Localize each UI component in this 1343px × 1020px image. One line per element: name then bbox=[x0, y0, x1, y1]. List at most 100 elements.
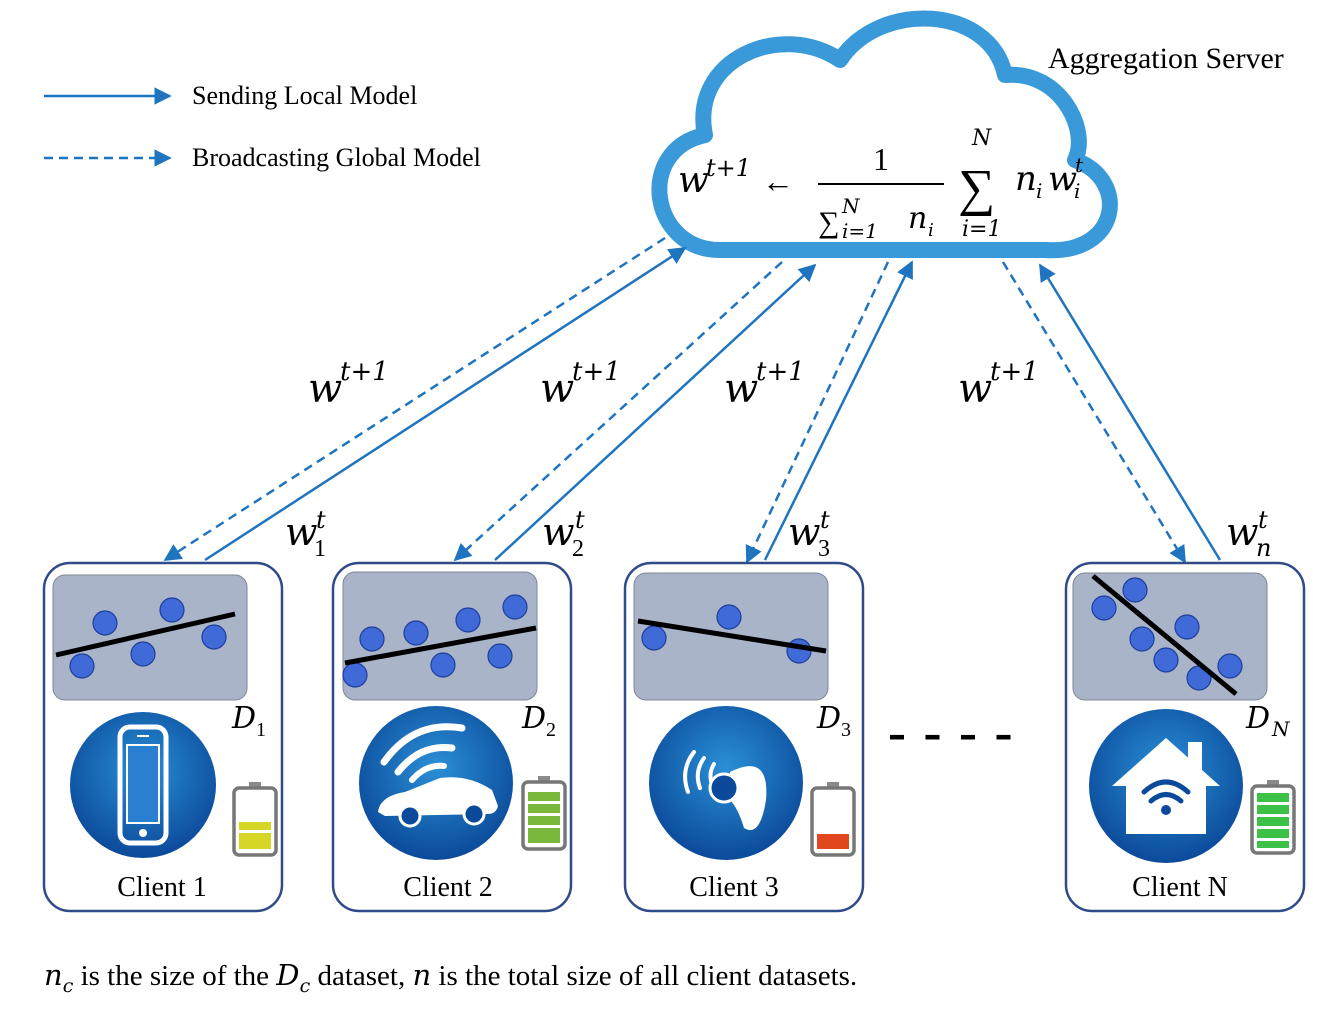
dataset-plot bbox=[342, 571, 538, 701]
formula-sum-sigma: ∑ bbox=[958, 160, 995, 217]
formula-den-n: n bbox=[908, 201, 927, 236]
connected-car-icon bbox=[359, 706, 513, 860]
formula-rhs-w-sub: i bbox=[1074, 179, 1080, 203]
local-label-3-sub: 3 bbox=[818, 536, 830, 562]
battery-icon bbox=[1250, 780, 1296, 855]
formula-den-sup: N bbox=[841, 194, 861, 218]
broadcast-label-2: w t+1 bbox=[540, 357, 621, 412]
data-point bbox=[1174, 614, 1200, 640]
footnote-dc-sub: c bbox=[300, 975, 311, 997]
client-panel-2: D 2 Client 2 bbox=[331, 561, 573, 913]
legend-dashed-label: Broadcasting Global Model bbox=[192, 143, 481, 172]
local-label-n: w t n bbox=[1226, 506, 1271, 562]
data-point bbox=[403, 620, 429, 646]
formula-sum-bottom: i=1 bbox=[962, 217, 1001, 242]
broadcast-arrow-3 bbox=[745, 261, 890, 564]
data-point bbox=[130, 641, 156, 667]
formula-sum-top: N bbox=[971, 126, 992, 151]
data-point bbox=[502, 594, 528, 620]
broadcast-label-n-sup: t+1 bbox=[990, 357, 1039, 387]
dataset-label-base: D bbox=[521, 701, 546, 736]
local-label-3: w t 3 bbox=[788, 506, 830, 562]
data-point bbox=[359, 626, 385, 652]
local-label-1-sup: t bbox=[316, 506, 326, 534]
dataset-label: D 2 bbox=[521, 701, 556, 741]
legend-solid-label: Sending Local Model bbox=[192, 81, 417, 110]
local-label-n-sup: t bbox=[1258, 506, 1268, 534]
formula-numerator: 1 bbox=[873, 141, 889, 177]
dataset-label: D 1 bbox=[231, 701, 266, 741]
broadcast-label-3-base: w bbox=[724, 366, 758, 412]
dataset-label-base: D bbox=[231, 701, 256, 736]
broadcast-arrow-2 bbox=[453, 261, 783, 562]
broadcast-label-1-sup: t+1 bbox=[340, 357, 389, 387]
data-point bbox=[1129, 626, 1155, 652]
legend: Sending Local Model Broadcasting Global … bbox=[44, 81, 481, 172]
data-point bbox=[342, 662, 368, 688]
client-label: Client 2 bbox=[403, 872, 492, 903]
smartphone-icon bbox=[70, 712, 216, 858]
broadcast-label-1-base: w bbox=[308, 366, 342, 412]
formula-den-sigma: ∑ bbox=[818, 206, 839, 239]
footnote-n: n bbox=[412, 958, 431, 992]
formula-rhs-n: n bbox=[1015, 159, 1037, 199]
data-point bbox=[1217, 653, 1243, 679]
client-panel-n: D N Client N bbox=[1064, 561, 1306, 913]
local-arrow-n bbox=[1038, 263, 1222, 561]
formula-rhs-w-sup: t bbox=[1075, 153, 1084, 177]
data-points bbox=[69, 597, 227, 679]
regression-line bbox=[55, 611, 236, 658]
local-label-1-sub: 1 bbox=[314, 536, 326, 562]
broadcast-label-3: w t+1 bbox=[724, 357, 805, 412]
regression-line bbox=[344, 625, 537, 666]
local-label-2-sup: t bbox=[575, 506, 585, 534]
local-label-2-sub: 2 bbox=[572, 536, 584, 562]
formula-lhs-sup: t+1 bbox=[706, 154, 751, 182]
broadcast-arrow-n bbox=[1001, 261, 1187, 564]
local-arrow-2 bbox=[494, 263, 817, 561]
footnote: nc is the size of the Dc dataset, n is t… bbox=[44, 958, 857, 997]
broadcast-label-1: w t+1 bbox=[308, 357, 389, 412]
formula-lhs-w: w bbox=[678, 160, 709, 201]
data-point bbox=[786, 638, 812, 664]
footnote-dc: D bbox=[275, 958, 299, 992]
dataset-plot bbox=[52, 574, 248, 701]
client-panel-1: D 1 Client 1 bbox=[42, 561, 284, 913]
broadcast-label-3-sup: t+1 bbox=[756, 357, 805, 387]
dataset-label-base: D bbox=[1245, 701, 1270, 736]
data-point bbox=[1153, 647, 1179, 673]
data-points bbox=[342, 594, 528, 688]
local-label-3-base: w bbox=[788, 510, 821, 554]
broadcast-label-n-base: w bbox=[958, 366, 992, 412]
formula-arrow: ← bbox=[762, 163, 794, 199]
local-arrow-1 bbox=[204, 246, 687, 562]
formula-den-sub: i=1 bbox=[842, 219, 878, 243]
aggregation-cloud: Aggregation Server w t+1 ← 1 ∑ N i=1 n i… bbox=[651, 10, 1284, 259]
local-label-2-base: w bbox=[542, 510, 575, 554]
formula-rhs-w: w bbox=[1048, 159, 1077, 199]
broadcast-label-2-base: w bbox=[540, 366, 574, 412]
data-point bbox=[1122, 577, 1148, 603]
footnote-text-3: is the total size of all client datasets… bbox=[431, 960, 857, 992]
client-label: Client N bbox=[1132, 872, 1228, 903]
dataset-label-sub: 1 bbox=[256, 719, 266, 741]
footnote-text-2: dataset, bbox=[310, 960, 412, 992]
cloud-shape bbox=[651, 10, 1118, 259]
data-point bbox=[455, 607, 481, 633]
data-point bbox=[1091, 595, 1117, 621]
footnote-text-1: is the size of the bbox=[73, 960, 276, 992]
broadcast-arrow-1 bbox=[163, 236, 666, 562]
server-title: Aggregation Server bbox=[1048, 42, 1284, 75]
regression-line bbox=[1091, 574, 1238, 696]
battery-icon bbox=[232, 782, 278, 857]
data-point bbox=[641, 625, 667, 651]
data-point bbox=[159, 597, 185, 623]
local-label-n-base: w bbox=[1226, 510, 1259, 554]
broadcast-label-2-sup: t+1 bbox=[572, 357, 621, 387]
aggregation-formula: w t+1 ← 1 ∑ N i=1 n i N ∑ i=1 n i w i t bbox=[678, 126, 1084, 243]
local-label-1: w t 1 bbox=[285, 506, 326, 562]
battery-icon bbox=[810, 782, 856, 857]
data-point bbox=[92, 610, 118, 636]
dataset-label-base: D bbox=[816, 701, 841, 736]
